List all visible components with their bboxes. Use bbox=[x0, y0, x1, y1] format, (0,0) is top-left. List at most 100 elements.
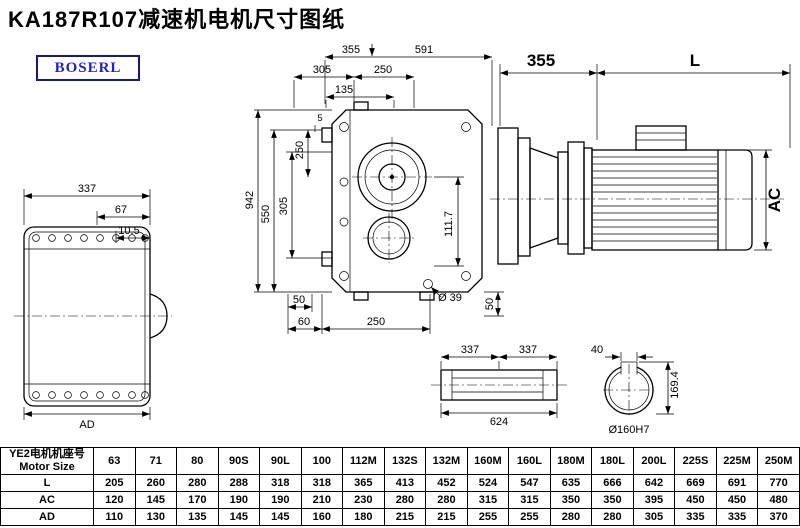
motor-fins bbox=[593, 156, 717, 242]
dim-value-cell-AD: 255 bbox=[466, 508, 510, 526]
row-label-AD: AD bbox=[0, 508, 94, 526]
dim-top-591: 591 bbox=[415, 44, 433, 56]
motor-size-cell: 80 bbox=[176, 447, 219, 475]
secondary-bore bbox=[363, 213, 415, 263]
motor-size-header-cell: YE2电机机座号 Motor Size bbox=[0, 447, 94, 475]
row-label-L: L bbox=[0, 474, 94, 492]
dim-value-cell-AC: 450 bbox=[674, 491, 717, 509]
dim-bottom-50: 50 bbox=[293, 294, 305, 306]
dim-value-cell-L: 288 bbox=[217, 474, 261, 492]
fan-cover bbox=[718, 149, 753, 251]
dim-value-cell-AC: 280 bbox=[425, 491, 468, 509]
dim-value-cell-AC: 210 bbox=[300, 491, 344, 509]
dim-value-cell-AC: 120 bbox=[93, 491, 136, 509]
dim-value-cell-AD: 215 bbox=[425, 508, 468, 526]
dim-top-355: 355 bbox=[342, 44, 360, 56]
brand-logo: BOSERL bbox=[36, 55, 140, 81]
dim-front-ad: AD bbox=[79, 419, 94, 431]
gearbox-main-body bbox=[321, 101, 483, 301]
dim-side-L: L bbox=[690, 51, 700, 70]
motor-size-cell: 225S bbox=[674, 447, 717, 475]
dim-bottom-250: 250 bbox=[367, 316, 385, 328]
dim-value-cell-AD: 110 bbox=[93, 508, 136, 526]
motor bbox=[490, 125, 784, 251]
motor-size-cell: 71 bbox=[134, 447, 178, 475]
dim-left-5: 5 bbox=[317, 113, 322, 124]
dim-phi-160H7: Ø160H7 bbox=[609, 424, 650, 436]
center-view-top-dimensions bbox=[293, 44, 493, 126]
center-view-left-dimensions bbox=[254, 109, 332, 293]
dim-value-cell-AC: 190 bbox=[217, 491, 261, 509]
dim-value-cell-AD: 130 bbox=[134, 508, 178, 526]
center-view-bottom-dimensions bbox=[287, 286, 504, 334]
dim-169-4: 169.4 bbox=[669, 371, 681, 399]
dim-side-AC: AC bbox=[765, 188, 784, 213]
dim-value-cell-AC: 280 bbox=[383, 491, 427, 509]
dim-side-355: 355 bbox=[527, 51, 555, 70]
dim-value-cell-L: 260 bbox=[134, 474, 178, 492]
dim-front-67: 67 bbox=[115, 204, 127, 216]
dim-value-cell-L: 318 bbox=[259, 474, 302, 492]
dim-value-cell-AC: 350 bbox=[591, 491, 634, 509]
motor-size-cell: 225M bbox=[715, 447, 759, 475]
motor-size-cell: 112M bbox=[342, 447, 385, 475]
dim-value-cell-L: 770 bbox=[757, 474, 800, 492]
bottom-hole bbox=[423, 279, 433, 289]
dim-value-cell-AD: 370 bbox=[757, 508, 800, 526]
motor-size-cell: 180L bbox=[591, 447, 634, 475]
motor-size-cell: 250M bbox=[757, 447, 800, 475]
dim-value-cell-AC: 395 bbox=[632, 491, 676, 509]
left-view-dimension-lines bbox=[23, 189, 151, 420]
dim-value-cell-L: 413 bbox=[383, 474, 427, 492]
dim-111-7: 111.7 bbox=[443, 211, 455, 237]
motor-size-cell: 180M bbox=[549, 447, 593, 475]
dim-left-942: 942 bbox=[244, 191, 256, 209]
dim-front-10-5: 10.5 bbox=[118, 225, 139, 237]
gearbox-front-face bbox=[14, 226, 172, 407]
shaft-detail: 337 337 624 40 bbox=[431, 344, 681, 436]
dim-value-cell-AC: 190 bbox=[259, 491, 302, 509]
dim-shaft-337-left: 337 bbox=[461, 344, 479, 356]
dim-value-cell-AD: 135 bbox=[176, 508, 219, 526]
center-view-inner-dimension bbox=[434, 176, 464, 267]
dim-value-cell-AC: 170 bbox=[176, 491, 219, 509]
dim-value-cell-AD: 180 bbox=[342, 508, 385, 526]
mount-ear-top bbox=[321, 127, 333, 143]
output-bore bbox=[352, 137, 432, 219]
dim-value-cell-L: 635 bbox=[549, 474, 593, 492]
dim-value-cell-L: 452 bbox=[425, 474, 468, 492]
dim-value-cell-AD: 160 bbox=[300, 508, 344, 526]
motor-size-cell: 132S bbox=[383, 447, 427, 475]
dim-left-550: 550 bbox=[260, 205, 272, 223]
left-view: 337 67 10.5 AD bbox=[14, 183, 172, 431]
dim-phi-39: Ø 39 bbox=[438, 292, 462, 304]
dim-value-cell-L: 524 bbox=[466, 474, 510, 492]
dim-value-cell-AD: 280 bbox=[591, 508, 634, 526]
dim-value-cell-L: 669 bbox=[674, 474, 717, 492]
motor-size-cell: 132M bbox=[425, 447, 468, 475]
dim-value-cell-AD: 215 bbox=[383, 508, 427, 526]
dim-value-cell-L: 691 bbox=[715, 474, 759, 492]
mount-ear-bottom bbox=[321, 251, 333, 267]
bore-detail bbox=[603, 352, 674, 418]
dim-value-cell-AC: 315 bbox=[466, 491, 510, 509]
dim-value-cell-AC: 145 bbox=[134, 491, 178, 509]
motor-flange bbox=[567, 141, 585, 255]
dim-left-250: 250 bbox=[294, 141, 306, 159]
dim-right-50: 50 bbox=[484, 298, 496, 310]
motor-body bbox=[591, 149, 719, 251]
dim-value-cell-AC: 350 bbox=[549, 491, 593, 509]
gearbox-input-section bbox=[497, 127, 593, 265]
dim-value-cell-L: 205 bbox=[93, 474, 136, 492]
dim-value-cell-AD: 335 bbox=[674, 508, 717, 526]
dim-bottom-60: 60 bbox=[298, 316, 310, 328]
page-title: KA187R107减速机电机尺寸图纸 bbox=[8, 7, 346, 32]
dim-value-cell-AC: 480 bbox=[757, 491, 800, 509]
dim-value-cell-L: 642 bbox=[632, 474, 676, 492]
dim-top-250: 250 bbox=[374, 64, 392, 76]
header-en: Motor Size bbox=[19, 461, 75, 473]
